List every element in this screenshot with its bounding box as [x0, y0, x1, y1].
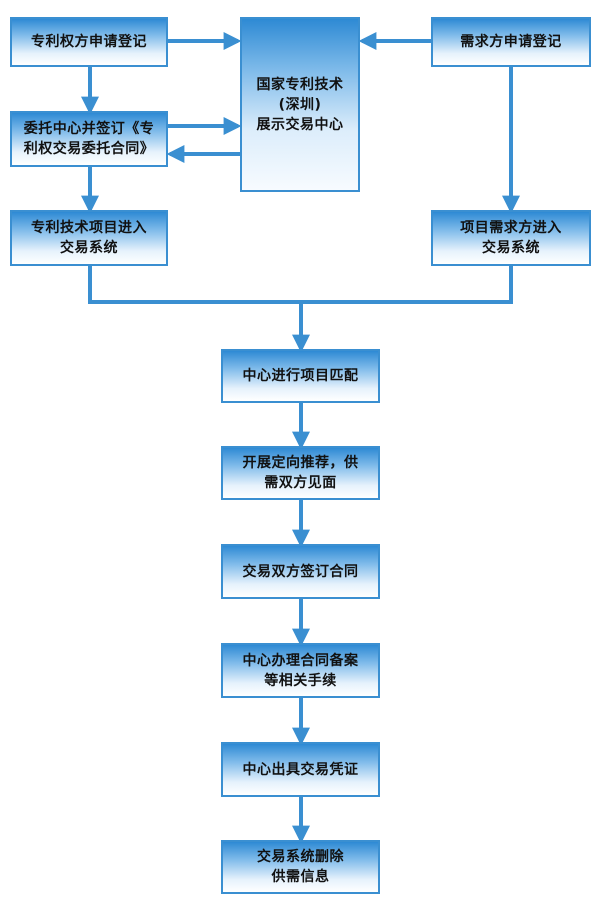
recommend-box: 开展定向推荐，供 需双方见面	[221, 446, 380, 500]
demand-enter-system-box: 项目需求方进入 交易系统	[431, 210, 591, 266]
patent-enter-system-box: 专利技术项目进入 交易系统	[10, 210, 168, 266]
merge-connector	[88, 266, 513, 304]
delete-info-box: 交易系统删除 供需信息	[221, 840, 380, 894]
filing-box: 中心办理合同备案 等相关手续	[221, 643, 380, 698]
patent-owner-register-box: 专利权方申请登记	[10, 17, 168, 67]
match-box: 中心进行项目匹配	[221, 349, 380, 403]
voucher-box: 中心出具交易凭证	[221, 742, 380, 797]
center-box: 国家专利技术 (深圳) 展示交易中心	[240, 17, 360, 192]
entrust-contract-box: 委托中心并签订《专 利权交易委托合同》	[10, 111, 168, 167]
demand-register-box: 需求方申请登记	[431, 17, 591, 67]
sign-contract-box: 交易双方签订合同	[221, 544, 380, 599]
